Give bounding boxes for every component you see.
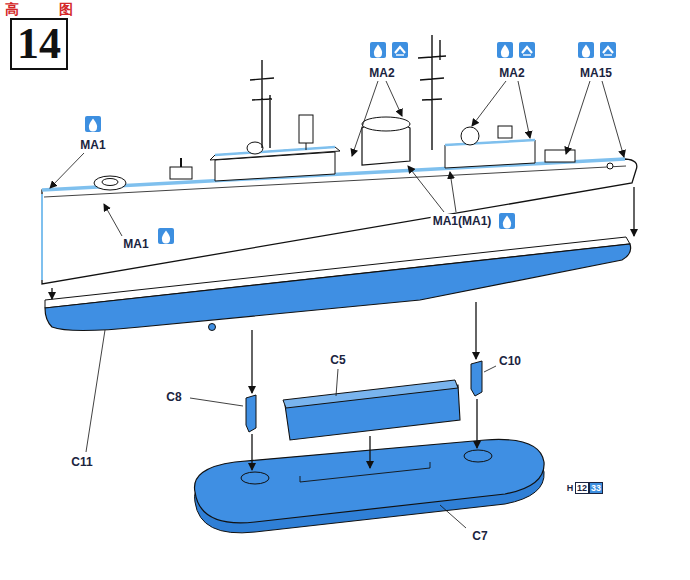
insert-part-top [283,380,458,408]
main-mast [418,35,446,150]
assembly-arrow [51,288,52,299]
leader-line [104,204,122,236]
part-number: C5 [328,353,347,367]
radar-post [306,143,307,150]
part-number: C10 [497,354,523,368]
blue-rail [445,140,535,145]
sprue-code: H [566,483,575,493]
leader-line [190,398,243,406]
radar-plate [299,115,313,143]
leader-line [472,81,506,126]
funnel-top [362,117,410,131]
bridge-box [498,126,512,138]
assembly-arrow [633,187,634,236]
bridge [445,140,535,168]
paint-icon [497,42,513,58]
watermark: 图 [57,2,75,17]
leader-line [484,366,496,372]
leader-line [450,172,456,212]
stand [195,439,545,522]
stand-slot [300,468,430,482]
forward-box [545,150,575,162]
part-number: C7 [470,529,489,543]
paint-icon [85,116,101,132]
deck-reel [94,176,126,190]
leader-line [86,330,105,452]
radar-dome [461,127,479,145]
deck-gun [170,167,192,179]
paint-code: MA1 [121,237,150,251]
leader-line [386,81,402,116]
assembly-arrows [52,187,634,470]
deckhouse-roof [210,147,340,160]
leader-line [440,505,466,528]
leader-line [566,81,590,154]
paint-icon [158,228,174,244]
lower-hull [45,244,631,331]
gun-barrel [180,158,182,167]
blue-rail [215,147,335,155]
assembly-arrow [369,436,370,468]
leader-line [602,81,624,157]
paint-icon [499,213,515,229]
paint-code: MA2 [367,66,396,80]
leader-line [336,369,338,396]
assembly-arrow [251,434,252,470]
leader-lines [50,81,624,528]
support-part [471,361,482,396]
paint-icon [578,42,594,58]
bollard [607,163,613,169]
gloss-icon [392,42,408,58]
assembly-arrow [476,399,477,448]
gloss-icon [600,42,616,58]
leader-line [518,81,530,138]
sprue-code: 12 [575,482,589,494]
watermark: 高 [3,2,21,17]
stand-slot [300,462,430,482]
blue-rail [41,194,43,280]
part-number: C8 [164,390,183,404]
paint-code: MA2 [497,66,526,80]
deck-reel [102,179,118,186]
leader-line [352,81,378,156]
leader-line [408,166,444,212]
aft-mast [250,60,274,148]
assembly-arrow [475,302,476,359]
support-part [246,395,256,432]
keel-pin [209,324,216,331]
paint-code: MA1(MA1) [431,214,494,228]
stand-socket [464,450,492,462]
leader-line [50,153,84,188]
paint-icon [370,42,386,58]
assembly-arrow [251,330,252,393]
gloss-icon [519,42,535,58]
paint-code: MA15 [578,66,614,80]
stand-socket [241,472,269,484]
sprue-code: 33 [589,482,603,494]
part-number: C11 [69,455,94,469]
step-number-box: 14 [10,18,68,70]
step-number: 14 [17,22,61,66]
paint-code: MA1 [78,138,107,152]
dome [247,142,263,154]
